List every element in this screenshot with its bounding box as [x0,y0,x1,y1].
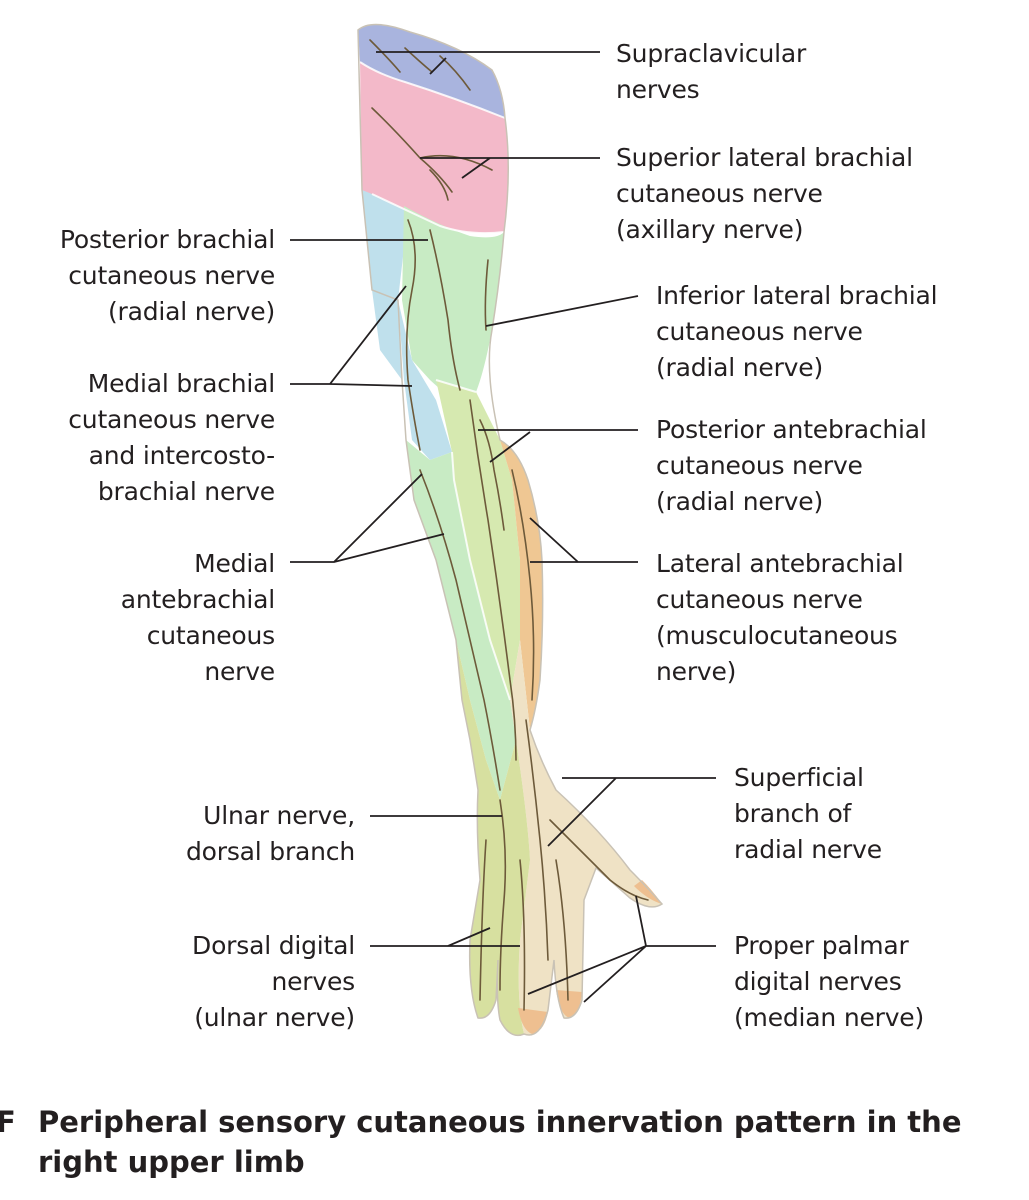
leader-dorsal-digital [370,927,520,947]
leader-medial-brachial [290,285,413,387]
leader-lateral-antebrachial [529,517,638,563]
limb-outline [357,23,664,1037]
region-posterior-antebrachial [436,380,520,700]
label-proper-palmar-digital-nerves: Proper palmar digital nerves (median ner… [734,931,925,1032]
region-musculocutaneous [500,440,543,730]
caption-text: Peripheral sensory cutaneous innervation… [38,1105,962,1179]
label-superior-lateral-brachial-cutaneous-nerve: Superior lateral brachial cutaneous nerv… [616,143,913,244]
region-medial-antebrachial [406,440,516,800]
leader-inferior-lateral-brachial [485,295,639,327]
leader-lines [290,51,716,1003]
label-posterior-brachial-cutaneous-nerve: Posterior brachial cutaneous nerve (radi… [59,225,275,326]
label-medial-antebrachial-cutaneous-nerve: Medial antebrachial cutaneous nerve [120,549,275,686]
leader-supraclavicular [376,51,600,75]
label-lateral-antebrachial-cutaneous-nerve: Lateral antebrachial cutaneous nerve (mu… [656,549,904,686]
dermatome-regions [358,24,662,1036]
label-medial-brachial-cutaneous-nerve: Medial brachial cutaneous nerve and inte… [68,369,275,506]
fingertip-patch [634,880,662,904]
label-ulnar-nerve-dorsal-branch: Ulnar nerve, dorsal branch [186,801,355,866]
region-boundaries [359,61,511,701]
leader-medial-antebrachial [290,473,445,563]
region-medial-brachial-lower [398,300,452,460]
label-posterior-antebrachial-cutaneous-nerve: Posterior antebrachial cutaneous nerve (… [656,415,927,516]
region-ulnar [456,640,530,1036]
leader-posterior-antebrachial [478,429,638,463]
label-dorsal-digital-nerves: Dorsal digital nerves (ulnar nerve) [192,931,355,1032]
label-supraclavicular-nerves: Supraclavicular nerves [616,39,807,104]
label-inferior-lateral-brachial-cutaneous-nerve: Inferior lateral brachial cutaneous nerv… [656,281,938,382]
region-radial-upper [402,206,504,398]
nerve-branches [369,39,649,1011]
region-axillary [360,62,509,234]
label-superficial-branch-of-radial-nerve: Superficial branch of radial nerve [734,763,882,864]
region-medial-brachial-upper [362,190,410,380]
fingertip-patch [556,990,582,1018]
caption-letter: F [0,1105,16,1139]
leader-superficial-radial [547,777,716,847]
leader-superior-lateral-brachial [420,157,600,179]
region-superficial-radial [510,640,662,1035]
leader-proper-palmar [527,895,716,1003]
